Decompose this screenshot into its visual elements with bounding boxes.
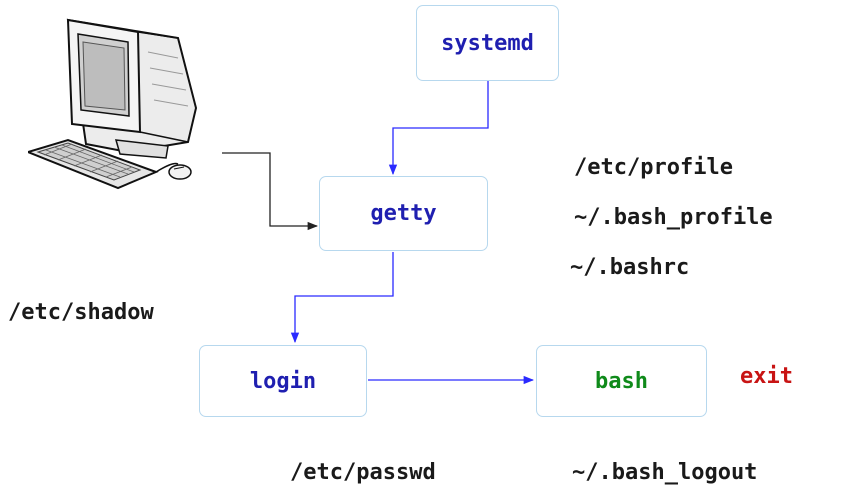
etc-profile-label: /etc/profile bbox=[574, 155, 733, 180]
login-node: login bbox=[199, 345, 367, 417]
bash-logout-label: ~/.bash_logout bbox=[572, 460, 758, 485]
login-label: login bbox=[249, 368, 317, 394]
bash-node: bash bbox=[536, 345, 707, 417]
arrow-computer-to-getty bbox=[222, 152, 319, 231]
bashrc-label: ~/.bashrc bbox=[570, 255, 690, 280]
bash-label: bash bbox=[595, 368, 648, 394]
etc-passwd-label: /etc/passwd bbox=[290, 460, 436, 485]
arrow-getty-to-login bbox=[290, 252, 394, 344]
arrow-systemd-to-getty bbox=[388, 80, 489, 176]
getty-label: getty bbox=[370, 201, 437, 226]
desktop-computer-icon bbox=[28, 18, 198, 190]
systemd-label: systemd bbox=[441, 30, 534, 56]
getty-node: getty bbox=[319, 176, 488, 251]
exit-label: exit bbox=[740, 364, 793, 389]
etc-shadow-label: /etc/shadow bbox=[8, 300, 154, 325]
systemd-node: systemd bbox=[416, 5, 559, 81]
bash-profile-label: ~/.bash_profile bbox=[574, 205, 773, 230]
